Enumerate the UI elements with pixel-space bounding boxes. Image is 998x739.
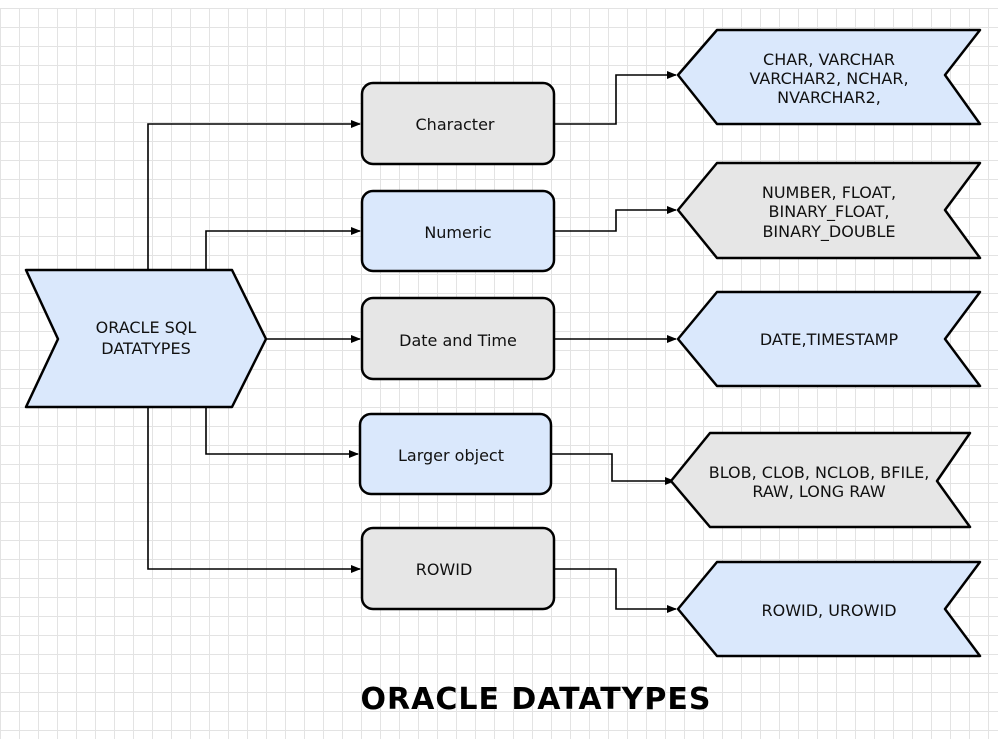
types-label-line: NUMBER, FLOAT, (762, 183, 896, 202)
types-label-line: DATE,TIMESTAMP (760, 330, 899, 349)
category-node-date-time: Date and Time (360, 296, 556, 381)
root-node-shape (24, 268, 268, 409)
category-label: Larger object (398, 446, 504, 465)
connector-root-numeric (205, 227, 361, 270)
types-shape (669, 431, 972, 529)
types-node-larger-object: BLOB, CLOB, NCLOB, BFILE, RAW, LONG RAW (669, 431, 972, 529)
category-box (360, 296, 556, 381)
type-connectors (551, 71, 677, 613)
types-node-rowid: ROWID, UROWID (676, 560, 982, 658)
connector-numeric-types (554, 206, 677, 232)
top-strip (0, 0, 998, 8)
connector-root-character (147, 120, 361, 270)
connector-character-types (554, 71, 677, 125)
category-label: ROWID (416, 560, 473, 579)
types-node-character: CHAR, VARCHAR VARCHAR2, NCHAR, NVARCHAR2… (676, 28, 982, 126)
types-label-line: BLOB, CLOB, NCLOB, BFILE, (709, 463, 930, 482)
category-box (360, 189, 556, 273)
types-label-line: RAW, LONG RAW (752, 482, 885, 501)
root-node: ORACLE SQL DATATYPES (24, 268, 268, 409)
diagram-title: ORACLE DATATYPES (361, 682, 712, 717)
types-label-line: CHAR, VARCHAR (763, 50, 895, 69)
category-node-character: Character (360, 81, 556, 166)
connector-larger-object-types (551, 453, 675, 485)
root-node-label-line1: ORACLE SQL (96, 318, 197, 337)
connector-root-rowid (147, 407, 361, 573)
types-shape (676, 28, 982, 126)
category-node-larger-object: Larger object (358, 412, 553, 496)
category-label: Date and Time (399, 331, 517, 350)
category-node-numeric: Numeric (360, 189, 556, 273)
types-node-numeric: NUMBER, FLOAT, BINARY_FLOAT, BINARY_DOUB… (676, 161, 982, 260)
root-node-label-line2: DATATYPES (101, 339, 190, 358)
types-label-line: ROWID, UROWID (761, 601, 896, 620)
types-shape (676, 560, 982, 658)
types-label-line: NVARCHAR2, (777, 88, 881, 107)
types-label-line: BINARY_DOUBLE (762, 222, 895, 242)
category-box (360, 526, 556, 611)
connector-root-larger-object (205, 407, 359, 458)
category-box (358, 412, 553, 496)
root-connectors (147, 120, 361, 573)
types-shape (676, 161, 982, 260)
connector-rowid-types (554, 568, 677, 613)
category-label: Numeric (424, 223, 491, 242)
category-node-rowid: ROWID (360, 526, 556, 611)
types-label-line: BINARY_FLOAT, (769, 202, 890, 222)
types-label-line: VARCHAR2, NCHAR, (749, 69, 908, 88)
category-box (360, 81, 556, 166)
category-label: Character (416, 115, 495, 134)
types-node-date-time: DATE,TIMESTAMP (676, 290, 982, 388)
types-shape (676, 290, 982, 388)
